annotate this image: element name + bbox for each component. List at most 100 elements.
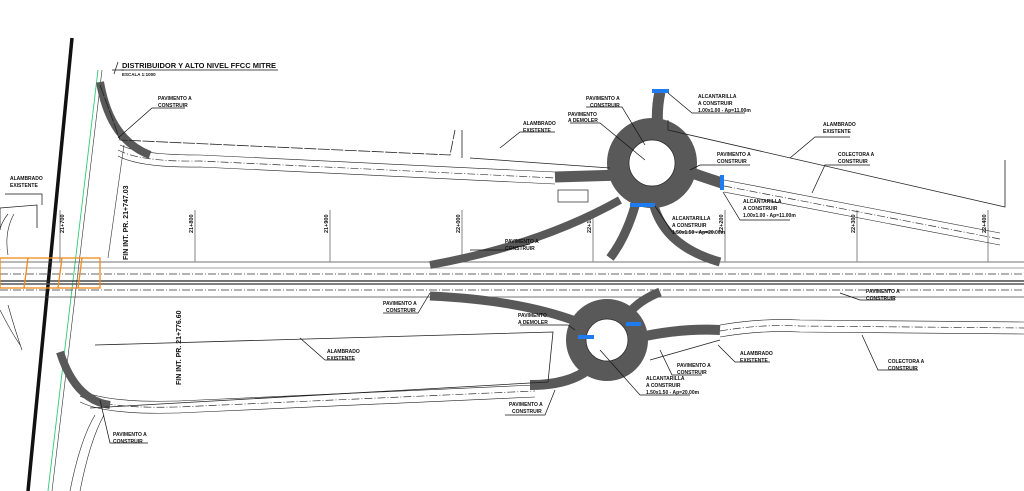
label-text: A CONSTRUIR — [672, 223, 707, 229]
label-text: CONSTRUIR — [505, 246, 535, 252]
collector-roads — [719, 179, 1024, 338]
label-text: EXISTENTE — [823, 129, 851, 135]
leader-lines — [5, 92, 918, 444]
label-text: CONSTRUIR — [512, 409, 542, 415]
fin-line-upper — [107, 144, 125, 259]
chainage-mark: 21+900 — [324, 210, 331, 262]
label-text: 21+800 — [189, 214, 195, 233]
label-text: COLECTORA A — [888, 359, 925, 365]
fence-line — [89, 331, 554, 409]
label-text: PAVIMENTO A — [586, 96, 620, 102]
chainage-mark: 21+700 — [59, 210, 66, 262]
label-text: 22+100 — [587, 214, 593, 233]
drawing-line — [79, 390, 536, 408]
culvert-marker — [626, 322, 641, 326]
drawing-line — [0, 204, 38, 230]
culvert-marker — [652, 89, 669, 93]
drawing-line — [667, 92, 745, 114]
label-text: EXISTENTE — [10, 183, 38, 189]
chainage-mark: 22+400 — [982, 210, 989, 262]
fence-line — [667, 120, 1006, 208]
label-text: CONSTRUIR — [888, 366, 918, 372]
drawing-line — [79, 384, 536, 402]
label-text: PAVIMENTO A — [383, 301, 417, 307]
drawing-line — [634, 324, 721, 343]
label-text: PAVIMENTO A — [717, 152, 751, 158]
label-text: A CONSTRUIR — [698, 101, 733, 107]
drawing-line — [429, 196, 622, 269]
drawing-line — [689, 164, 750, 171]
label-text: ALAMBRADO — [10, 176, 43, 182]
drawing-scale: ESCALA 1:1000 — [122, 72, 156, 77]
drawing-line — [719, 331, 1024, 338]
drawing-line — [839, 292, 895, 301]
fence-line — [99, 84, 456, 156]
drawing-line — [383, 292, 431, 314]
title-block: DISTRIBUIDOR Y ALTO NIVEL FFCC MITRE ESC… — [112, 61, 278, 77]
label-text: CONSTRUIR — [158, 103, 188, 109]
drawing-line — [586, 106, 646, 146]
drawing-line — [628, 139, 676, 187]
drawing-line — [723, 179, 1001, 234]
label-text: 21+700 — [60, 214, 66, 233]
fences — [0, 84, 1006, 409]
drawing-line — [723, 191, 1001, 246]
drawing-line — [719, 325, 1024, 332]
fence-line — [469, 157, 611, 169]
drawing-title: DISTRIBUIDOR Y ALTO NIVEL FFCC MITRE — [122, 61, 276, 70]
label-text: ALAMBRADO — [523, 121, 556, 127]
drawing-line — [554, 169, 623, 183]
drawing-line — [117, 107, 185, 139]
chainage-marks: 21+700 21+800 21+900 22+000 22+100 22+20… — [59, 210, 989, 262]
chainage-mark: 21+800 — [189, 210, 196, 262]
label-text: 22+000 — [456, 214, 462, 233]
label-text: ALCANTARILLA — [672, 216, 711, 222]
drawing-line — [719, 319, 1024, 326]
drawing-line — [79, 396, 536, 414]
drawing-line — [789, 136, 850, 159]
drawing-line — [651, 90, 666, 131]
drawing-line — [0, 257, 101, 289]
drawing-line — [606, 193, 643, 261]
main-highway — [0, 261, 1024, 298]
chainage-mark: 22+200 — [719, 210, 726, 262]
label-text: PAVIMENTO A — [113, 432, 147, 438]
label-text: 1.50x1.50 - Ap=20.00m — [672, 230, 726, 236]
service-roads — [69, 144, 556, 491]
drawing-line — [811, 164, 870, 194]
label-text: 22+300 — [851, 214, 857, 233]
label-text: PAVIMENTO A — [509, 402, 543, 408]
drawing-line — [429, 291, 580, 327]
drawing-line — [117, 155, 556, 185]
label-text: CONSTRUIR — [866, 296, 896, 302]
chainage-mark: 22+000 — [456, 210, 463, 262]
railway — [0, 37, 103, 491]
drawing-line — [56, 350, 111, 409]
fin-label-lower: FIN INT. PR. 21+776.60 — [176, 310, 183, 385]
culvert-marker — [578, 335, 594, 339]
drawing-line — [99, 399, 148, 444]
label-text: ALAMBRADO — [823, 122, 856, 128]
fin-label-upper: FIN INT. PR. 21+747.03 — [123, 185, 130, 260]
rail-track — [26, 37, 74, 491]
label-text: 22+400 — [982, 214, 988, 233]
drawing-line — [682, 164, 724, 189]
label-text: PAVIMENTO A — [505, 239, 539, 245]
label-text: 22+200 — [719, 214, 725, 233]
label-text: EXISTENTE — [523, 128, 551, 134]
culvert-marker — [720, 175, 724, 190]
label-text: EXISTENTE — [740, 358, 768, 364]
bridge-outline — [0, 257, 101, 289]
drawing-line — [659, 349, 702, 376]
